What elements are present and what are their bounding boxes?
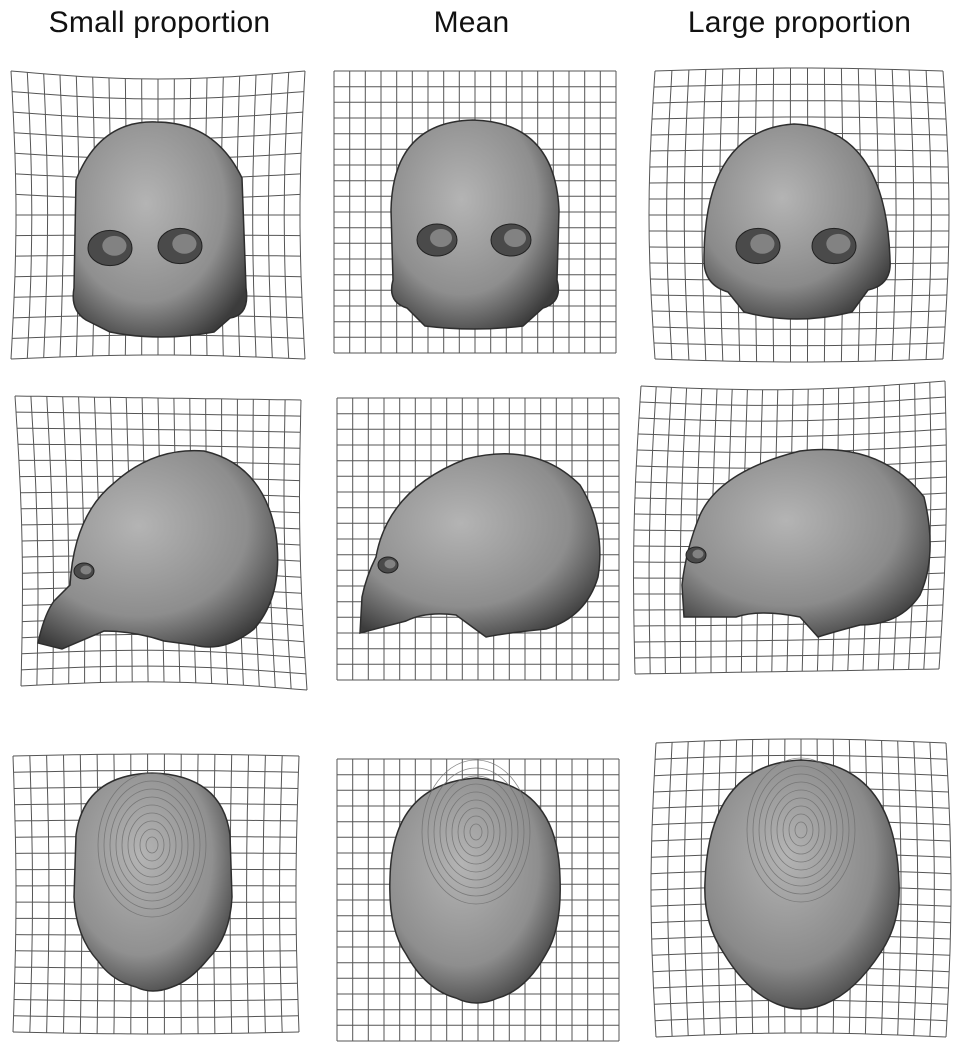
grid-line-vertical <box>15 396 23 686</box>
panel-mean-frontal <box>333 70 617 354</box>
skull-lateral-mean-figure <box>336 397 620 681</box>
skull-rendering <box>705 758 899 1009</box>
grid-line-vertical <box>300 400 308 690</box>
skull-rendering <box>682 449 930 637</box>
cranium-surface <box>38 451 278 649</box>
grid-line-vertical <box>247 755 249 1033</box>
panel-large-frontal <box>654 70 944 360</box>
panel-large-lateral <box>640 385 946 675</box>
cranium-surface <box>391 120 559 329</box>
grid-line-vertical <box>47 755 49 1032</box>
skull-lateral-small-figure <box>14 395 302 687</box>
grid-line-horizontal <box>653 327 945 329</box>
grid-line-horizontal <box>655 68 943 71</box>
grid-line-horizontal <box>14 771 299 773</box>
skull-superior-mean-figure <box>336 758 620 1042</box>
grid-line-horizontal <box>11 71 305 79</box>
grid-line-vertical <box>253 75 256 357</box>
column-header-mean: Mean <box>312 6 631 40</box>
panel-small-frontal <box>10 70 306 360</box>
grid-line-horizontal <box>13 754 299 756</box>
grid-line-vertical <box>300 71 305 359</box>
skull-rendering <box>391 120 559 329</box>
cranium-surface <box>704 124 890 319</box>
grid-line-horizontal <box>653 101 945 103</box>
skull-frontal-mean-figure <box>333 70 617 354</box>
grid-line-horizontal <box>656 1033 946 1037</box>
grid-line-horizontal <box>655 359 943 362</box>
grid-line-vertical <box>44 74 48 358</box>
cranium-surface <box>390 778 560 1003</box>
skull-rendering <box>74 773 232 991</box>
grid-line-horizontal <box>654 84 944 87</box>
grid-line-vertical <box>30 756 33 1033</box>
cranium-surface <box>705 760 899 1009</box>
grid-line-vertical <box>263 755 265 1032</box>
grid-line-horizontal <box>654 343 944 346</box>
panel-small-superior <box>12 755 300 1033</box>
panel-small-lateral <box>14 395 302 687</box>
grid-line-vertical <box>60 75 63 357</box>
grid-line-horizontal <box>13 1032 299 1034</box>
panel-mean-superior <box>336 758 620 1042</box>
skull-rendering <box>704 124 890 319</box>
skull-frontal-small-figure <box>10 70 306 360</box>
panel-large-superior <box>655 742 947 1038</box>
cranium-surface <box>682 449 930 637</box>
skull-rendering <box>38 451 278 649</box>
grid-line-horizontal <box>11 355 305 359</box>
skull-frontal-large-figure <box>654 70 944 360</box>
cranium-surface <box>360 454 600 637</box>
skull-lateral-large-figure <box>640 385 946 675</box>
grid-line-vertical <box>64 755 66 1033</box>
cranium-surface <box>73 122 246 337</box>
grid-line-horizontal <box>652 117 946 119</box>
cranium-surface <box>74 773 232 991</box>
grid-line-vertical <box>268 74 272 358</box>
skull-rendering <box>73 122 246 337</box>
grid-line-vertical <box>11 71 16 359</box>
skull-superior-large-figure <box>655 742 947 1038</box>
grid-line-vertical <box>296 756 299 1032</box>
skull-superior-small-figure <box>12 755 300 1033</box>
grid-line-horizontal <box>14 1016 299 1018</box>
grid-line-horizontal <box>21 682 307 690</box>
panel-mean-lateral <box>336 397 620 681</box>
grid-line-vertical <box>280 756 283 1033</box>
skull-rendering <box>360 454 600 637</box>
grid-line-vertical <box>13 756 16 1032</box>
column-header-large-proportion: Large proportion <box>640 6 957 40</box>
column-header-small-proportion: Small proportion <box>0 6 319 40</box>
grid-line-horizontal <box>14 1000 298 1002</box>
